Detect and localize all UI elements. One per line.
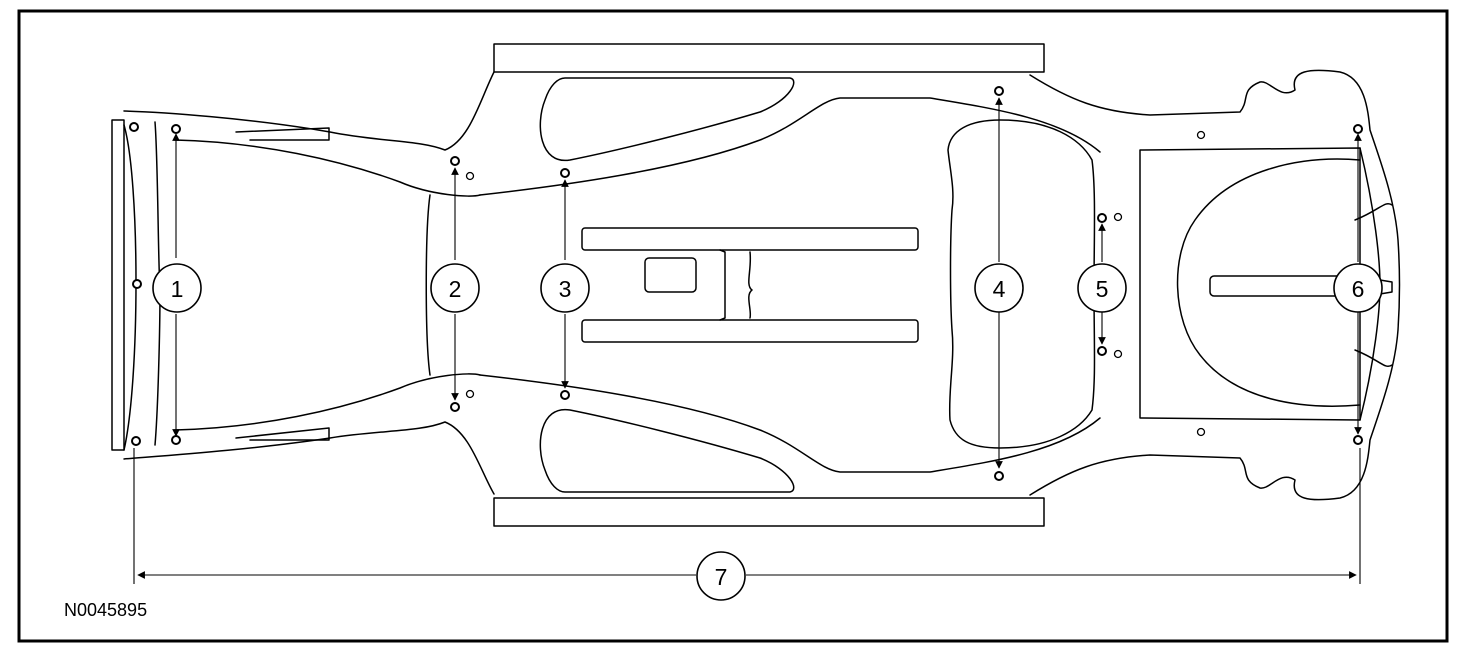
reference-hole bbox=[994, 86, 1004, 96]
reference-hole bbox=[465, 171, 475, 181]
callout-4-label: 4 bbox=[993, 276, 1006, 302]
reference-hole bbox=[1196, 427, 1206, 437]
reference-hole bbox=[560, 168, 570, 178]
diagram-frame bbox=[17, 9, 1449, 643]
reference-hole bbox=[450, 402, 460, 412]
callout-5-label: 5 bbox=[1096, 276, 1109, 302]
callout-3: 3 bbox=[540, 263, 590, 313]
reference-hole bbox=[1353, 124, 1363, 134]
reference-hole bbox=[1113, 212, 1123, 222]
callout-1: 1 bbox=[152, 263, 202, 313]
callout-2-label: 2 bbox=[449, 276, 462, 302]
reference-hole bbox=[132, 279, 142, 289]
dimension-lines bbox=[133, 97, 1362, 584]
callout-3-label: 3 bbox=[559, 276, 572, 302]
callout-7-label: 7 bbox=[715, 564, 728, 590]
callout-4: 4 bbox=[974, 263, 1024, 313]
reference-hole bbox=[1353, 435, 1363, 445]
reference-hole bbox=[131, 436, 141, 446]
reference-hole bbox=[465, 389, 475, 399]
reference-hole bbox=[450, 156, 460, 166]
reference-hole bbox=[129, 122, 139, 132]
callout-7: 7 bbox=[696, 551, 746, 601]
callout-6: 6 bbox=[1333, 263, 1383, 313]
callout-2: 2 bbox=[430, 263, 480, 313]
reference-hole bbox=[171, 124, 181, 134]
reference-hole bbox=[560, 390, 570, 400]
reference-hole bbox=[1113, 349, 1123, 359]
reference-hole bbox=[994, 471, 1004, 481]
figure-id-label: N0045895 bbox=[64, 600, 147, 620]
callout-6-label: 6 bbox=[1352, 276, 1365, 302]
reference-hole bbox=[1097, 346, 1107, 356]
reference-hole bbox=[1097, 213, 1107, 223]
reference-holes bbox=[129, 86, 1363, 481]
callout-1-label: 1 bbox=[171, 276, 184, 302]
reference-hole bbox=[1196, 130, 1206, 140]
vehicle-underbody-outline bbox=[111, 43, 1401, 527]
reference-hole bbox=[171, 435, 181, 445]
callout-5: 5 bbox=[1077, 263, 1127, 313]
